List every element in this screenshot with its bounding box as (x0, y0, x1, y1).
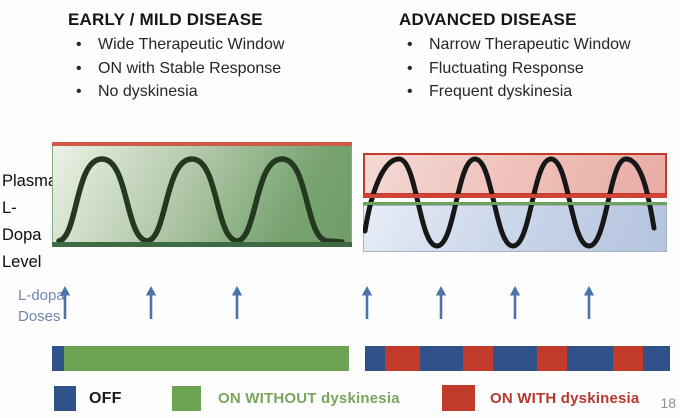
legend-label-on-with-dyskinesia: ON WITH dyskinesia (490, 389, 640, 407)
early-disease-title: EARLY / MILD DISEASE (68, 10, 263, 29)
early-response-status-bar (52, 346, 349, 371)
advanced-disease-header: ADVANCED DISEASE Narrow Therapeutic Wind… (399, 10, 680, 104)
bar-segment-off (567, 346, 613, 371)
axis-label-line: L-dopa (18, 287, 65, 304)
slide-page-number: 18 (660, 395, 676, 411)
early-disease-header: EARLY / MILD DISEASE Wide Therapeutic Wi… (68, 10, 378, 104)
dose-up-arrow-icon (59, 286, 71, 319)
plasma-level-curve (363, 156, 657, 249)
bar-segment-dys (385, 346, 420, 371)
bullet-item: Wide Therapeutic Window (68, 33, 378, 57)
dose-up-arrow-icon (231, 286, 243, 319)
bullet-item: Narrow Therapeutic Window (399, 33, 680, 57)
legend-item-on-without-dyskinesia: ON WITHOUT dyskinesia (172, 386, 400, 411)
bar-segment-off (365, 346, 385, 371)
bar-segment-dys (537, 346, 567, 371)
legend-label-off: OFF (89, 389, 122, 407)
bar-segment-dys (463, 346, 493, 371)
plasma-level-curve-path (363, 156, 657, 249)
on-threshold-line (363, 202, 667, 205)
advanced-response-status-bar (365, 346, 670, 371)
bar-segment-dys (613, 346, 643, 371)
bar-segment-off (52, 346, 64, 371)
dose-up-arrow-icon (509, 286, 521, 319)
axis-label-line: Plasma (2, 172, 58, 190)
bullet-item: Fluctuating Response (399, 57, 680, 81)
early-disease-chart-panel (52, 142, 352, 247)
legend-item-on-with-dyskinesia: ON WITH dyskinesia (442, 385, 639, 411)
on-with-dyskinesia-swatch (442, 385, 475, 411)
axis-label-line: Level (2, 253, 42, 271)
dyskinesia-threshold-line (363, 194, 667, 198)
plasma-level-axis-label: Plasma L-Dopa Level (2, 168, 58, 276)
bar-segment-off (643, 346, 670, 371)
bullet-item: No dyskinesia (68, 80, 378, 104)
dose-up-arrow-icon (145, 286, 157, 319)
early-dose-arrows (58, 286, 244, 320)
on-without-dyskinesia-swatch (172, 386, 201, 411)
advanced-dose-arrows (360, 286, 596, 320)
bullet-item: Frequent dyskinesia (399, 80, 680, 104)
off-threshold-line (52, 242, 352, 247)
dose-up-arrow-icon (435, 286, 447, 319)
legend-label-on-without-dyskinesia: ON WITHOUT dyskinesia (218, 390, 400, 407)
legend-item-off: OFF (54, 386, 122, 411)
ldopa-doses-axis-label: L-dopa Doses (18, 285, 65, 327)
off-swatch (54, 386, 76, 411)
dyskinesia-threshold-line (52, 142, 352, 146)
advanced-disease-title: ADVANCED DISEASE (399, 10, 577, 29)
advanced-disease-chart-panel (363, 153, 667, 252)
bar-segment-off (420, 346, 463, 371)
early-disease-bullet-list: Wide Therapeutic WindowON with Stable Re… (68, 33, 378, 104)
bar-segment-off (493, 346, 537, 371)
bullet-item: ON with Stable Response (68, 57, 378, 81)
axis-label-line: L-Dopa (2, 199, 42, 244)
dose-up-arrow-icon (361, 286, 373, 319)
plasma-level-curve-path (56, 156, 345, 245)
bar-segment-on (64, 346, 349, 371)
plasma-level-curve (56, 156, 345, 245)
dose-up-arrow-icon (583, 286, 595, 319)
axis-label-line: Doses (18, 308, 61, 325)
advanced-disease-bullet-list: Narrow Therapeutic WindowFluctuating Res… (399, 33, 680, 104)
